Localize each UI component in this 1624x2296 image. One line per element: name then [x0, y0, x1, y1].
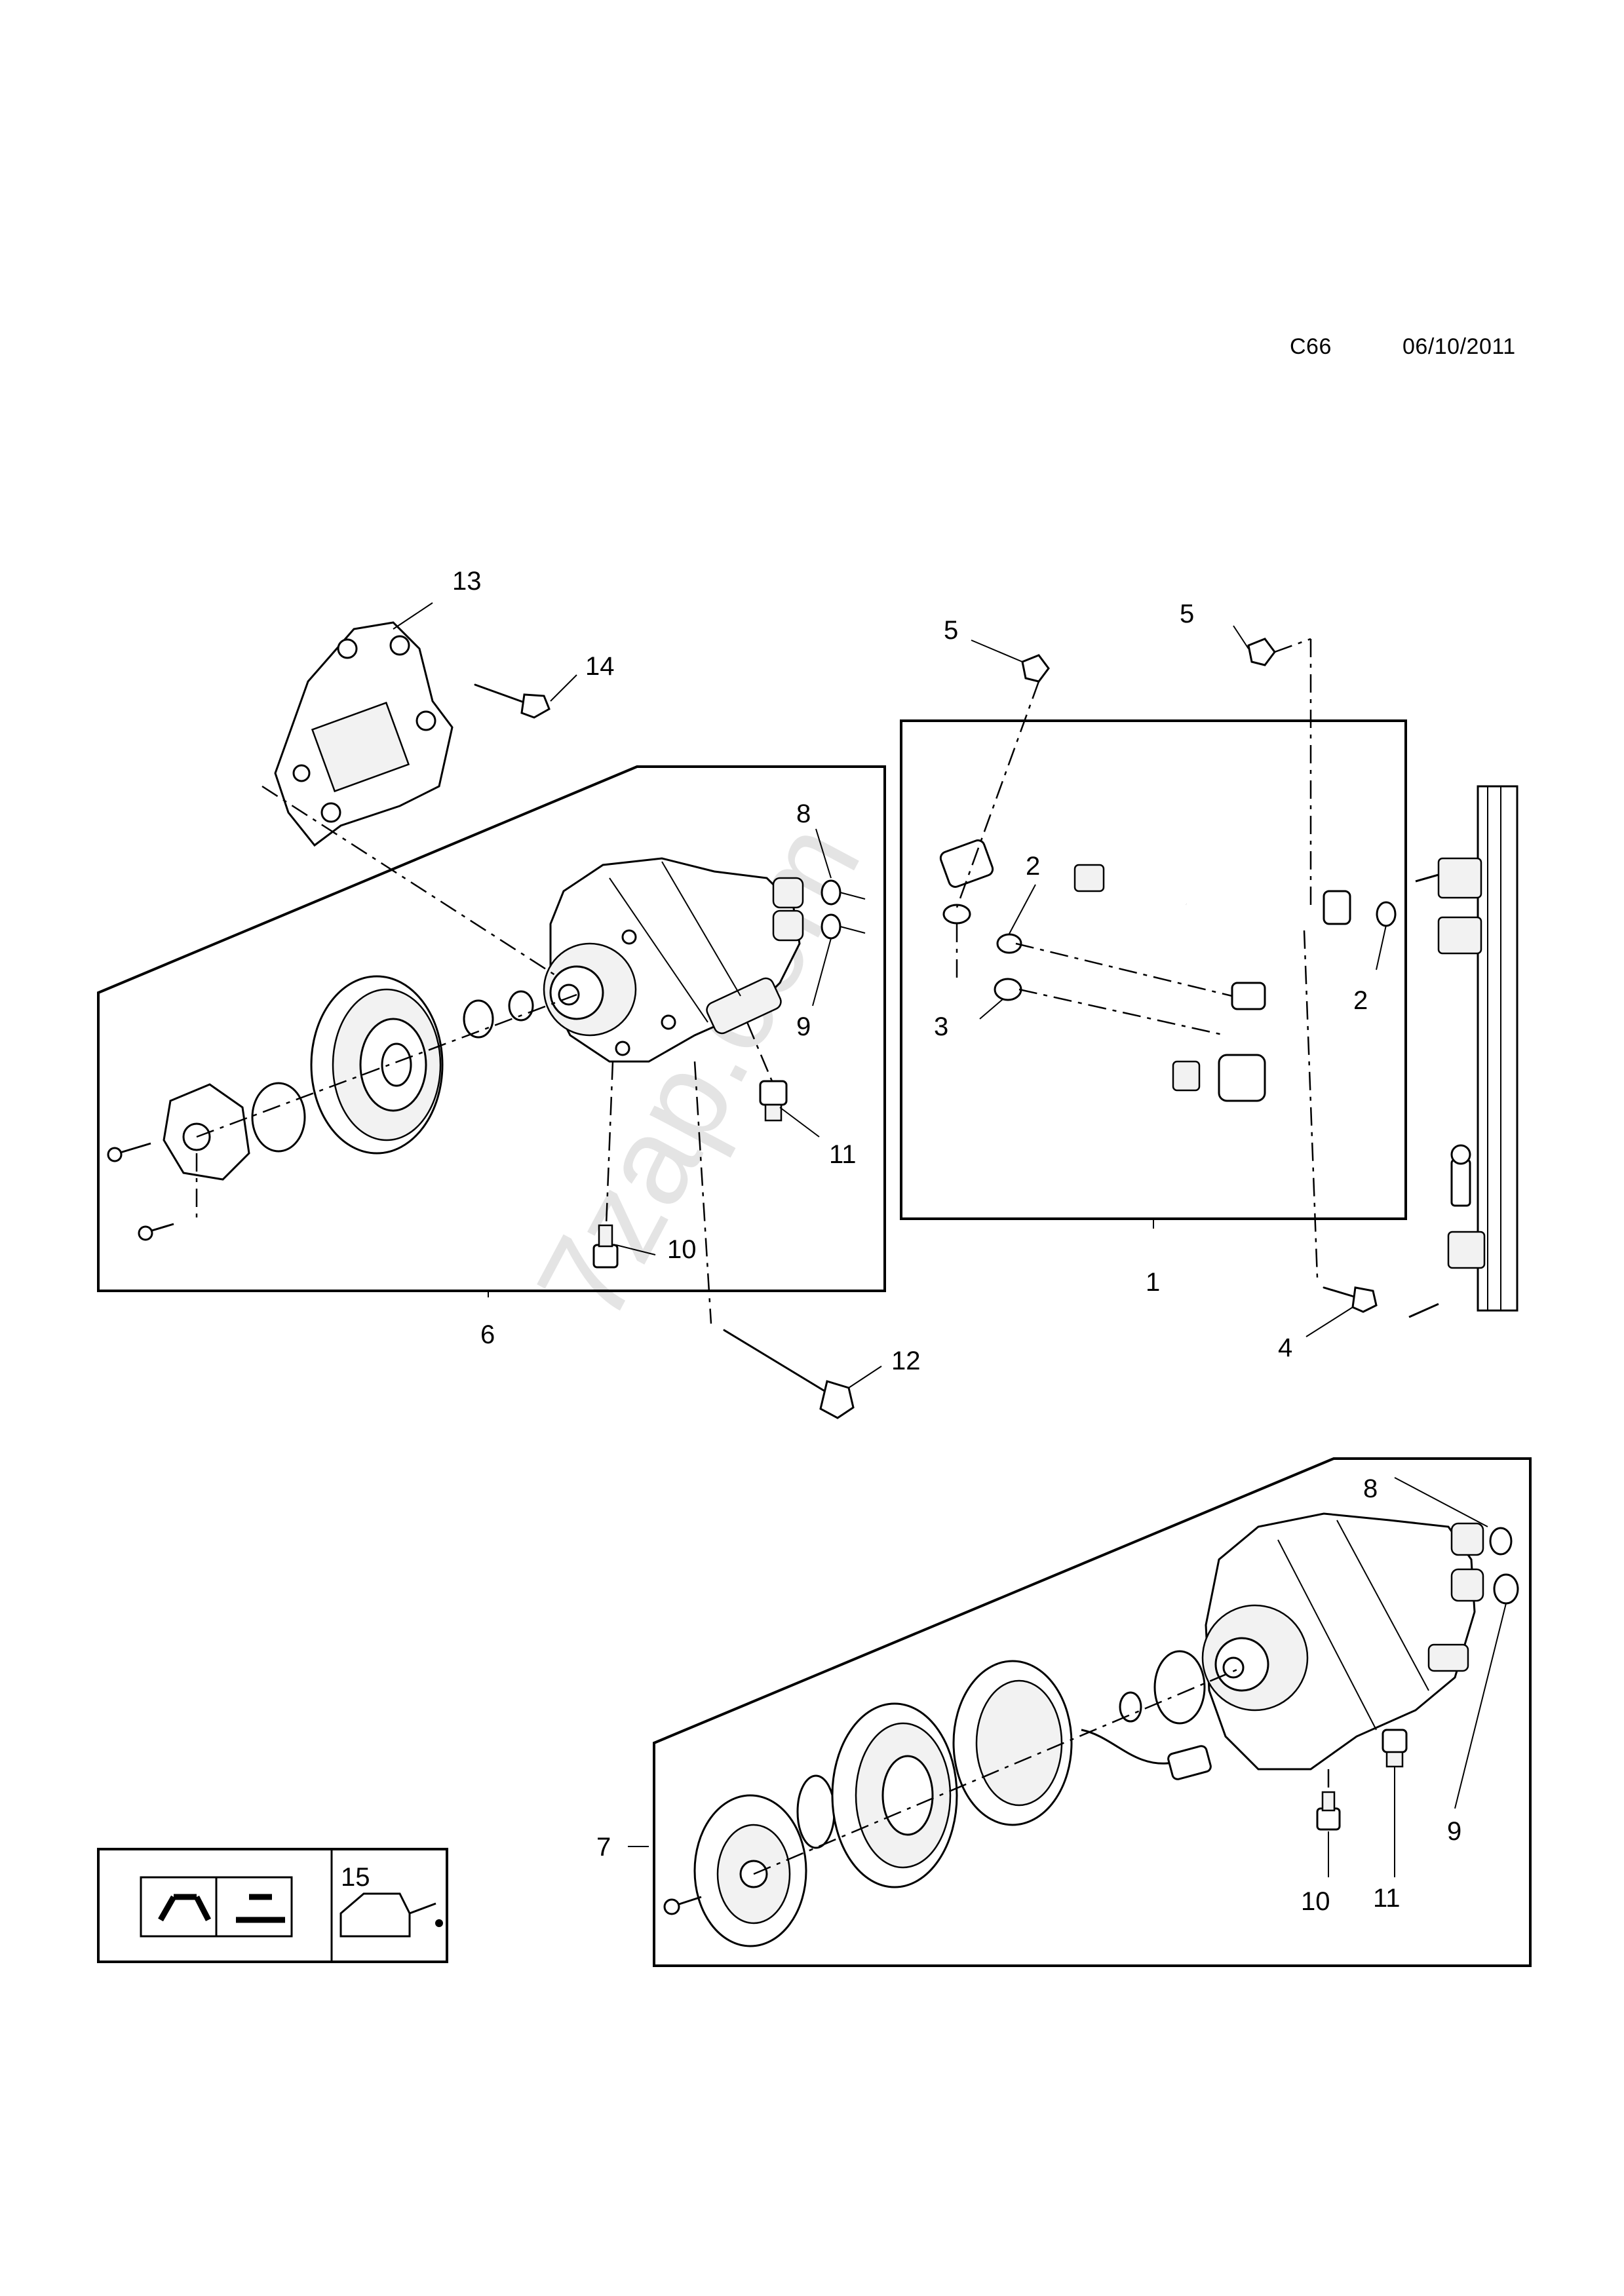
- refrigerant-hose: [939, 782, 1351, 1102]
- hub-bolt-lower: [138, 1223, 174, 1241]
- o-ring-9-alternate: [1493, 1573, 1519, 1605]
- hub-bolt-alternate: [663, 1896, 702, 1915]
- callout-7: 7: [596, 1833, 611, 1862]
- callout-2-left: 2: [1026, 852, 1040, 881]
- coil-connector: [1081, 1729, 1212, 1780]
- clutch-plate-alternate: [693, 1794, 807, 1947]
- assembly-box-7: [653, 1457, 1532, 1967]
- callout-4: 4: [1278, 1333, 1292, 1362]
- relief-valve-plug-alternate: [1316, 1791, 1341, 1831]
- callout-11-upper: 11: [829, 1140, 857, 1169]
- oil-can-icon: [339, 1892, 443, 1938]
- hose-bolt: [1323, 1286, 1378, 1313]
- o-ring-8-alternate: [1489, 1527, 1513, 1556]
- hub-bolt-upper: [107, 1142, 151, 1162]
- o-ring-3: [994, 978, 1022, 1001]
- snap-ring-alternate: [796, 1774, 836, 1849]
- shim-alternate: [1119, 1691, 1142, 1723]
- clutch-hub: [163, 1083, 250, 1181]
- o-ring-9: [821, 913, 841, 940]
- o-ring-2-upper: [996, 933, 1022, 954]
- compressor-mounting-bolt: [723, 1329, 855, 1419]
- callout-11-lower: 11: [1373, 1884, 1401, 1913]
- callout-6: 6: [480, 1320, 495, 1349]
- callout-3: 3: [934, 1012, 948, 1041]
- callout-9-lower: 9: [1447, 1817, 1461, 1846]
- diagram-code: C66: [1290, 334, 1332, 359]
- callout-15: 15: [341, 1863, 370, 1892]
- compressor-bracket: [274, 621, 454, 847]
- leader-lines: [393, 602, 1507, 1877]
- callout-1: 1: [1146, 1268, 1160, 1297]
- clutch-ring-alternate: [1153, 1650, 1206, 1725]
- o-ring-5-seal: [942, 904, 971, 925]
- callout-8-upper: 8: [796, 799, 811, 828]
- callout-13: 13: [452, 567, 482, 596]
- pressure-switch-alternate: [1382, 1729, 1408, 1768]
- hose-nut-left: [1021, 654, 1050, 683]
- callout-12: 12: [891, 1347, 921, 1375]
- service-manual-icon: [140, 1876, 293, 1938]
- shim: [508, 990, 534, 1022]
- callout-14: 14: [585, 652, 615, 681]
- callout-10-upper: 10: [667, 1235, 697, 1264]
- callout-9-upper: 9: [796, 1012, 811, 1041]
- callout-2-right: 2: [1353, 986, 1368, 1015]
- compressor-alternate: [1201, 1512, 1484, 1770]
- callout-10-lower: 10: [1301, 1887, 1330, 1916]
- diagram-date: 06/10/2011: [1402, 334, 1516, 359]
- callout-8-lower: 8: [1363, 1474, 1378, 1503]
- hose-nut-right: [1247, 638, 1276, 666]
- pressure-switch: [759, 1080, 788, 1122]
- condenser: [1408, 785, 1518, 1318]
- compressor: [543, 857, 804, 1063]
- pulley-alternate: [831, 1702, 958, 1888]
- assembly-box-1: [900, 719, 1407, 1220]
- relief-valve-plug: [592, 1224, 619, 1269]
- o-ring-8: [821, 879, 841, 906]
- legend-box: [97, 1848, 448, 1963]
- o-ring-2-lower: [1376, 901, 1397, 927]
- bracket-bolt: [474, 683, 551, 719]
- callout-5-right: 5: [1180, 600, 1194, 628]
- assembly-box-6: [97, 765, 886, 1292]
- clutch-ring: [251, 1082, 306, 1153]
- pulley: [310, 975, 444, 1155]
- callout-5-left: 5: [944, 616, 958, 645]
- clutch-coil: [952, 1660, 1073, 1826]
